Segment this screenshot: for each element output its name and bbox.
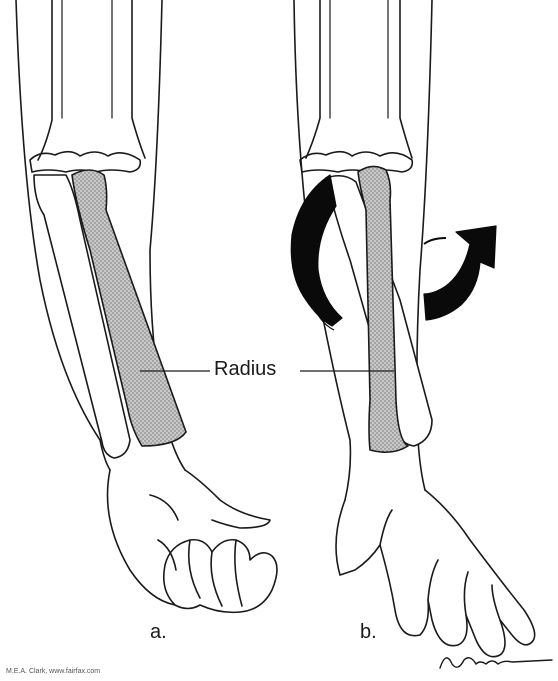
panel-b-label: b. xyxy=(360,621,377,644)
left-rotation-arrow xyxy=(291,175,342,326)
panel-a-elbow xyxy=(30,152,140,172)
panel-a-hand xyxy=(108,470,271,605)
panel-b-elbow xyxy=(300,152,412,172)
radius-label: Radius xyxy=(214,358,276,381)
panel-b-humerus xyxy=(306,0,412,158)
panel-a-humerus xyxy=(38,0,145,160)
panel-a-arm xyxy=(16,0,277,612)
panel-a-label: a. xyxy=(150,621,167,644)
image-credit: M.E.A. Clark, www.fairfax.com xyxy=(6,668,100,675)
artist-signature xyxy=(440,658,552,668)
